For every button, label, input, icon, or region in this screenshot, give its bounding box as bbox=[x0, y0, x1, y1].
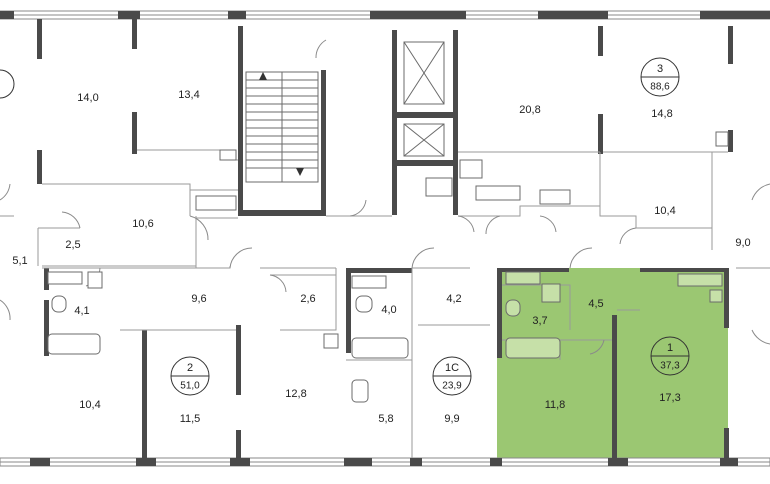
room-area-label: 10,4 bbox=[79, 399, 100, 411]
elevator bbox=[403, 41, 445, 157]
room-area-label: 20,8 bbox=[519, 104, 540, 116]
room-area-label: 13,4 bbox=[178, 89, 199, 101]
room-area-label: 14,8 bbox=[651, 108, 672, 120]
exterior-walls-top bbox=[0, 11, 770, 19]
apartment-marker-1[interactable] bbox=[650, 336, 690, 376]
partition-lines bbox=[0, 149, 770, 458]
room-area-label: 9,6 bbox=[191, 293, 206, 305]
room-area-label: 17,3 bbox=[659, 392, 680, 404]
stair bbox=[245, 71, 319, 183]
room-area-label: 11,8 bbox=[545, 399, 566, 411]
apartment-number: 1 bbox=[667, 342, 673, 354]
room-area-label: 9,0 bbox=[735, 237, 750, 249]
room-area-label: 11,5 bbox=[180, 413, 201, 425]
apartment-area: 88,6 bbox=[650, 82, 670, 93]
room-area-label: 3,7 bbox=[532, 315, 547, 327]
apartment-area: 51,0 bbox=[180, 381, 200, 392]
room-area-label: 4,5 bbox=[588, 298, 603, 310]
apartment-number: 1С bbox=[445, 362, 459, 374]
room-area-label: 10,4 bbox=[654, 205, 675, 217]
room-area-label: 5,8 bbox=[378, 413, 393, 425]
room-area-label: 14,0 bbox=[77, 92, 98, 104]
thick-walls bbox=[37, 19, 733, 458]
exterior-walls-bottom bbox=[30, 458, 738, 466]
room-area-label: 4,0 bbox=[381, 304, 396, 316]
room-area-label: 4,2 bbox=[446, 293, 461, 305]
apartment-number: 2 bbox=[187, 362, 193, 374]
bottom-windows bbox=[0, 457, 770, 467]
apartment-marker-2[interactable] bbox=[170, 356, 210, 396]
room-area-label: 10,6 bbox=[132, 218, 153, 230]
apartment-area: 37,3 bbox=[660, 361, 680, 372]
room-area-label: 12,8 bbox=[285, 388, 306, 400]
room-area-label: 4,1 bbox=[74, 305, 89, 317]
apartment-marker-partial bbox=[0, 69, 15, 99]
room-area-label: 9,9 bbox=[444, 413, 459, 425]
corridor bbox=[42, 216, 712, 268]
apartment-marker-3[interactable] bbox=[640, 57, 680, 97]
room-area-label: 5,1 bbox=[12, 255, 27, 267]
apartment-number: 3 bbox=[657, 63, 663, 75]
room-area-label: 2,6 bbox=[300, 293, 315, 305]
room-area-label: 2,5 bbox=[65, 239, 80, 251]
apartment-area: 23,9 bbox=[442, 381, 462, 392]
apartment-marker-1c[interactable] bbox=[432, 356, 472, 396]
bathroom-fixtures bbox=[47, 131, 729, 403]
